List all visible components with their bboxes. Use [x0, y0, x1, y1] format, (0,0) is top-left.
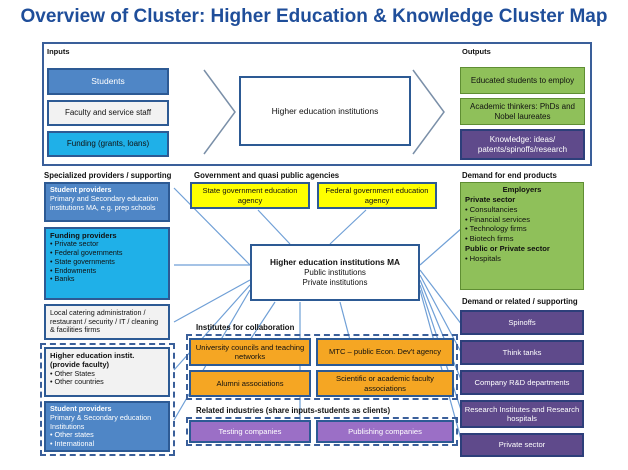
- company-rnd: Company R&D departments: [460, 370, 584, 395]
- student-providers-2-item: International: [50, 439, 164, 449]
- funding-providers: Funding providers Private sector Federal…: [44, 227, 170, 300]
- specialized-label: Specialized providers / supporting: [44, 171, 172, 180]
- collaboration-label: Institutes for collaboration: [196, 323, 295, 332]
- student-providers-2-item: Other states: [50, 431, 164, 440]
- mtc-agency: MTC – public Econ. Dev't agency: [316, 338, 454, 366]
- local-services: Local catering administration / restaura…: [44, 304, 170, 340]
- output-academic-thinkers: Academic thinkers: PhDs and Nobel laurea…: [460, 98, 585, 125]
- publishing-companies: Publishing companies: [316, 420, 454, 443]
- funding-item: Federal governments: [50, 248, 164, 258]
- faculty-item: Other States: [50, 369, 164, 379]
- employer-item: Hospitals: [465, 254, 579, 264]
- federal-government-agency: Federal government education agency: [317, 182, 437, 209]
- employer-item: Financial services: [465, 215, 579, 225]
- private-institutions: Private institutions: [302, 277, 368, 287]
- funding-item: Banks: [50, 275, 164, 284]
- employer-item: Consultancies: [465, 205, 579, 215]
- funding-item: Endowments: [50, 266, 164, 276]
- faculty-item: Other countries: [50, 377, 164, 387]
- collaboration-group: [186, 334, 458, 400]
- local-services-text: Local catering administration / restaura…: [50, 307, 159, 335]
- spinoffs: Spinoffs: [460, 310, 584, 335]
- testing-companies: Testing companies: [189, 420, 311, 443]
- input-funding: Funding (grants, loans): [47, 131, 169, 157]
- top-panel: [42, 42, 592, 166]
- related-label: Related industries (share inputs-student…: [196, 406, 391, 415]
- student-providers-primary: Student providers Primary and Secondary …: [44, 182, 170, 222]
- student-providers-2-heading: Student providers: [50, 404, 112, 413]
- output-knowledge: Knowledge: ideas/ patents/spinoffs/resea…: [460, 129, 585, 160]
- employers-box: Employers Private sector Consultancies F…: [460, 182, 584, 290]
- employers-heading: Employers: [502, 185, 542, 194]
- alumni-associations: Alumni associations: [189, 370, 311, 397]
- private-sector-demand: Private sector: [460, 433, 584, 457]
- funding-item: Private sector: [50, 239, 164, 249]
- funding-providers-heading: Funding providers: [50, 231, 117, 240]
- think-tanks: Think tanks: [460, 340, 584, 365]
- related-group: [186, 417, 458, 446]
- student-providers-text: Primary and Secondary education institut…: [50, 193, 159, 212]
- faculty-providers-heading: Higher education instit. (provide facult…: [50, 351, 135, 370]
- faculty-providers: Higher education instit. (provide facult…: [44, 347, 170, 397]
- public-institutions: Public institutions: [304, 267, 366, 277]
- page-title: Overview of Cluster: Higher Education & …: [20, 6, 608, 27]
- student-providers-secondary: Student providers Primary & Secondary ed…: [44, 401, 170, 452]
- input-students: Students: [47, 68, 169, 95]
- public-private-heading: Public or Private sector: [465, 244, 550, 254]
- outputs-label: Outputs: [462, 47, 491, 56]
- research-institutes: Research Institutes and Research hospita…: [460, 400, 584, 428]
- private-sector-heading: Private sector: [465, 194, 516, 204]
- employer-item: Technology firms: [465, 224, 579, 234]
- government-label: Government and quasi public agencies: [194, 171, 340, 180]
- dashed-group: [40, 343, 175, 456]
- employer-item: Biotech firms: [465, 234, 579, 244]
- student-providers-2-text: Primary & Secondary education Institutio…: [50, 412, 152, 431]
- center-higher-education: Higher education institutions: [239, 76, 411, 146]
- funding-item: State governments: [50, 257, 164, 267]
- demand-end-label: Demand for end products: [462, 171, 557, 180]
- demand-related-label: Demand or related / supporting: [462, 297, 578, 306]
- higher-education-ma-title: Higher education institutions MA: [270, 257, 400, 268]
- university-councils: University councils and teaching network…: [189, 338, 311, 366]
- inputs-label: Inputs: [47, 47, 70, 56]
- faculty-associations: Scientific or academic faculty associati…: [316, 370, 454, 397]
- student-providers-heading: Student providers: [50, 185, 112, 194]
- state-government-agency: State government education agency: [190, 182, 310, 209]
- output-educated-students: Educated students to employ: [460, 67, 585, 94]
- higher-education-ma: Higher education institutions MA Public …: [250, 244, 420, 301]
- input-faculty: Faculty and service staff: [47, 100, 169, 126]
